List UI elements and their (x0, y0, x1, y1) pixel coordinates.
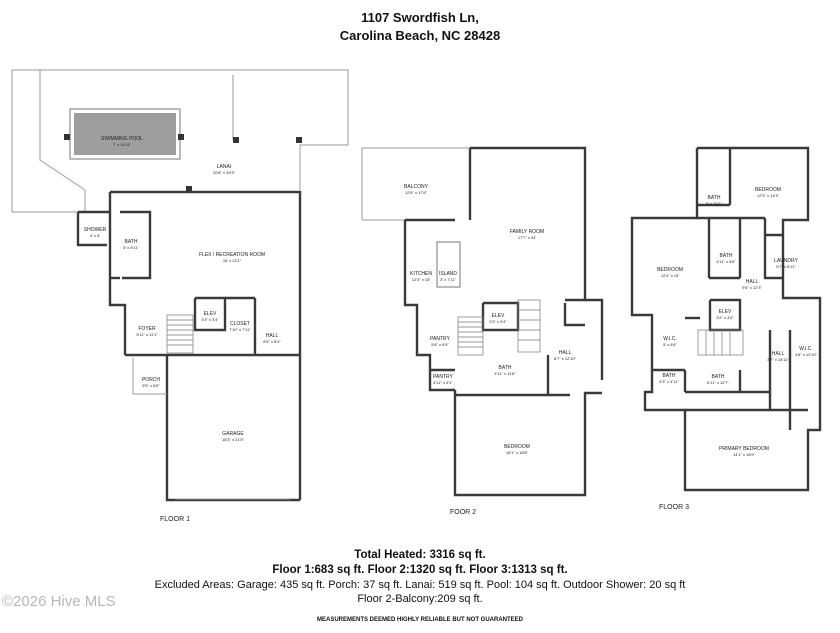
excluded-areas: Excluded Areas: Garage: 435 sq ft. Porch… (154, 579, 686, 591)
dim-balcony: 12'6" x 17'6" (405, 190, 428, 195)
label-family-room: FAMILY ROOM (510, 229, 544, 235)
dim-bedroom-3b: 12'4" x 15' (661, 273, 680, 278)
dim-bedroom-2: 16'1" x 18'8" (506, 450, 529, 455)
label-kitchen: KITCHEN (410, 271, 432, 277)
dim-elev-3: 3'2" x 3'4" (716, 315, 734, 320)
dim-bedroom-3a: 12'3" x 14'3" (757, 193, 780, 198)
dim-kitchen: 12'3" x 15' (412, 277, 431, 282)
dim-elev-2: 3'3" x 3'4" (489, 319, 507, 324)
dim-hall-2: 8'7" x 12'10" (554, 356, 577, 361)
address-line-2: Carolina Beach, NC 28428 (339, 28, 501, 43)
dim-bath-1: 5' x 8'11" (123, 245, 139, 250)
dim-hall-3a: 9'6" x 12'3" (742, 285, 762, 290)
label-primary-bedroom: PRIMARY BEDROOM (719, 446, 769, 452)
dim-hall-1: 6'5" x 8'4" (263, 339, 281, 344)
label-garage: GARAGE (222, 431, 244, 437)
label-bath-3c: BATH (663, 373, 676, 379)
label-bath-3d: BATH (712, 374, 725, 380)
label-bath-3b: BATH (720, 253, 733, 259)
floor-areas: Floor 1:683 sq ft. Floor 2:1320 sq ft. F… (272, 564, 568, 576)
dim-shower: 4' x 5' (90, 233, 100, 238)
dim-island: 3' x 7'11" (440, 277, 456, 282)
label-pantry-1: PANTRY (430, 336, 450, 342)
label-laundry: LAUNDRY (774, 258, 798, 264)
disclaimer: MEASUREMENTS DEEMED HIGHLY RELIABLE BUT … (316, 617, 523, 623)
dim-primary-bedroom: 14'1" x 18'9" (733, 452, 756, 457)
dim-pantry-2: 4'11" x 5'1" (433, 380, 453, 385)
label-hall-2: HALL (559, 350, 572, 356)
label-lanai: LANAI (217, 164, 231, 170)
label-bedroom-2: BEDROOM (504, 444, 530, 450)
dim-porch: 5'5" x 6'8" (142, 383, 160, 388)
dim-garage: 18'3" x 21'5" (222, 437, 245, 442)
watermark: ©2026 Hive MLS (2, 593, 116, 610)
dim-flex-room: 16' x 22'1" (223, 258, 242, 263)
floor-plan: SWIMMING POOL 7' x 14'11" LANAI 20'8" x … (11, 69, 822, 523)
label-elev-1: ELEV (204, 311, 217, 317)
dim-bath-3d: 6'11" x 12'7" (707, 380, 729, 385)
dim-wic-2: 4'6" x 12'10" (795, 352, 818, 357)
label-bath-2: BATH (499, 365, 512, 371)
label-balcony: BALCONY (404, 184, 429, 190)
dim-foyer: 5'11" x 11'1" (136, 332, 158, 337)
dim-bath-2: 4'11" x 11'8" (494, 371, 516, 376)
label-island: ISLAND (439, 271, 457, 277)
dim-elev-1: 3'3" x 3'4" (201, 317, 219, 322)
label-bedroom-3a: BEDROOM (755, 187, 781, 193)
floor-1-plan (11, 69, 349, 502)
dim-bath-3b: 4'11" x 8'6" (716, 259, 736, 264)
label-bedroom-3b: BEDROOM (657, 267, 683, 273)
label-hall-3a: HALL (746, 279, 759, 285)
label-pantry-2: PANTRY (433, 374, 453, 380)
total-heated: Total Heated: 3316 sq ft. (354, 549, 486, 561)
dim-closet: 7'10" x 7'11" (229, 327, 251, 332)
balcony-area: Floor 2-Balcony:209 sq ft. (357, 593, 483, 605)
label-flex-room: FLEX / RECREATION ROOM (199, 252, 265, 258)
label-hall-3b: HALL (772, 351, 785, 357)
dim-lanai: 20'8" x 39'3" (213, 170, 236, 175)
label-shower: SHOWER (84, 227, 107, 233)
label-hall-1: HALL (266, 333, 279, 339)
label-pool: SWIMMING POOL (101, 136, 143, 142)
dim-laundry: 5'7" x 6'11" (776, 264, 796, 269)
label-foyer: FOYER (138, 326, 156, 332)
label-closet: CLOSET (230, 321, 250, 327)
label-bath-1: BATH (125, 239, 138, 245)
label-porch: PORCH (142, 377, 160, 383)
dim-hall-3b: 3'7" x 15'11" (767, 357, 789, 362)
floor-1-label: FLOOR 1 (160, 516, 190, 523)
label-wic-1: W.I.C. (663, 336, 677, 342)
dim-wic-1: 5' x 6'6" (663, 342, 677, 347)
dim-bath-3a: 5' x 11'1" (706, 201, 722, 206)
dim-family-room: 17'7" x 24' (518, 235, 537, 240)
dim-bath-3c: 4'3" x 4'11" (659, 379, 679, 384)
address-line-1: 1107 Swordfish Ln, (361, 10, 479, 25)
label-elev-2: ELEV (492, 313, 505, 319)
label-elev-3: ELEV (719, 309, 732, 315)
label-bath-3a: BATH (708, 195, 721, 201)
floor-2-label: FOOR 2 (450, 509, 476, 516)
floor-3-label: FLOOR 3 (659, 504, 689, 511)
floor-3-plan (630, 146, 822, 492)
dim-pantry-1: 5'6" x 6'9" (431, 342, 449, 347)
floor-2-plan (361, 146, 604, 497)
label-wic-2: W.I.C. (799, 346, 813, 352)
dim-pool: 7' x 14'11" (113, 142, 132, 147)
